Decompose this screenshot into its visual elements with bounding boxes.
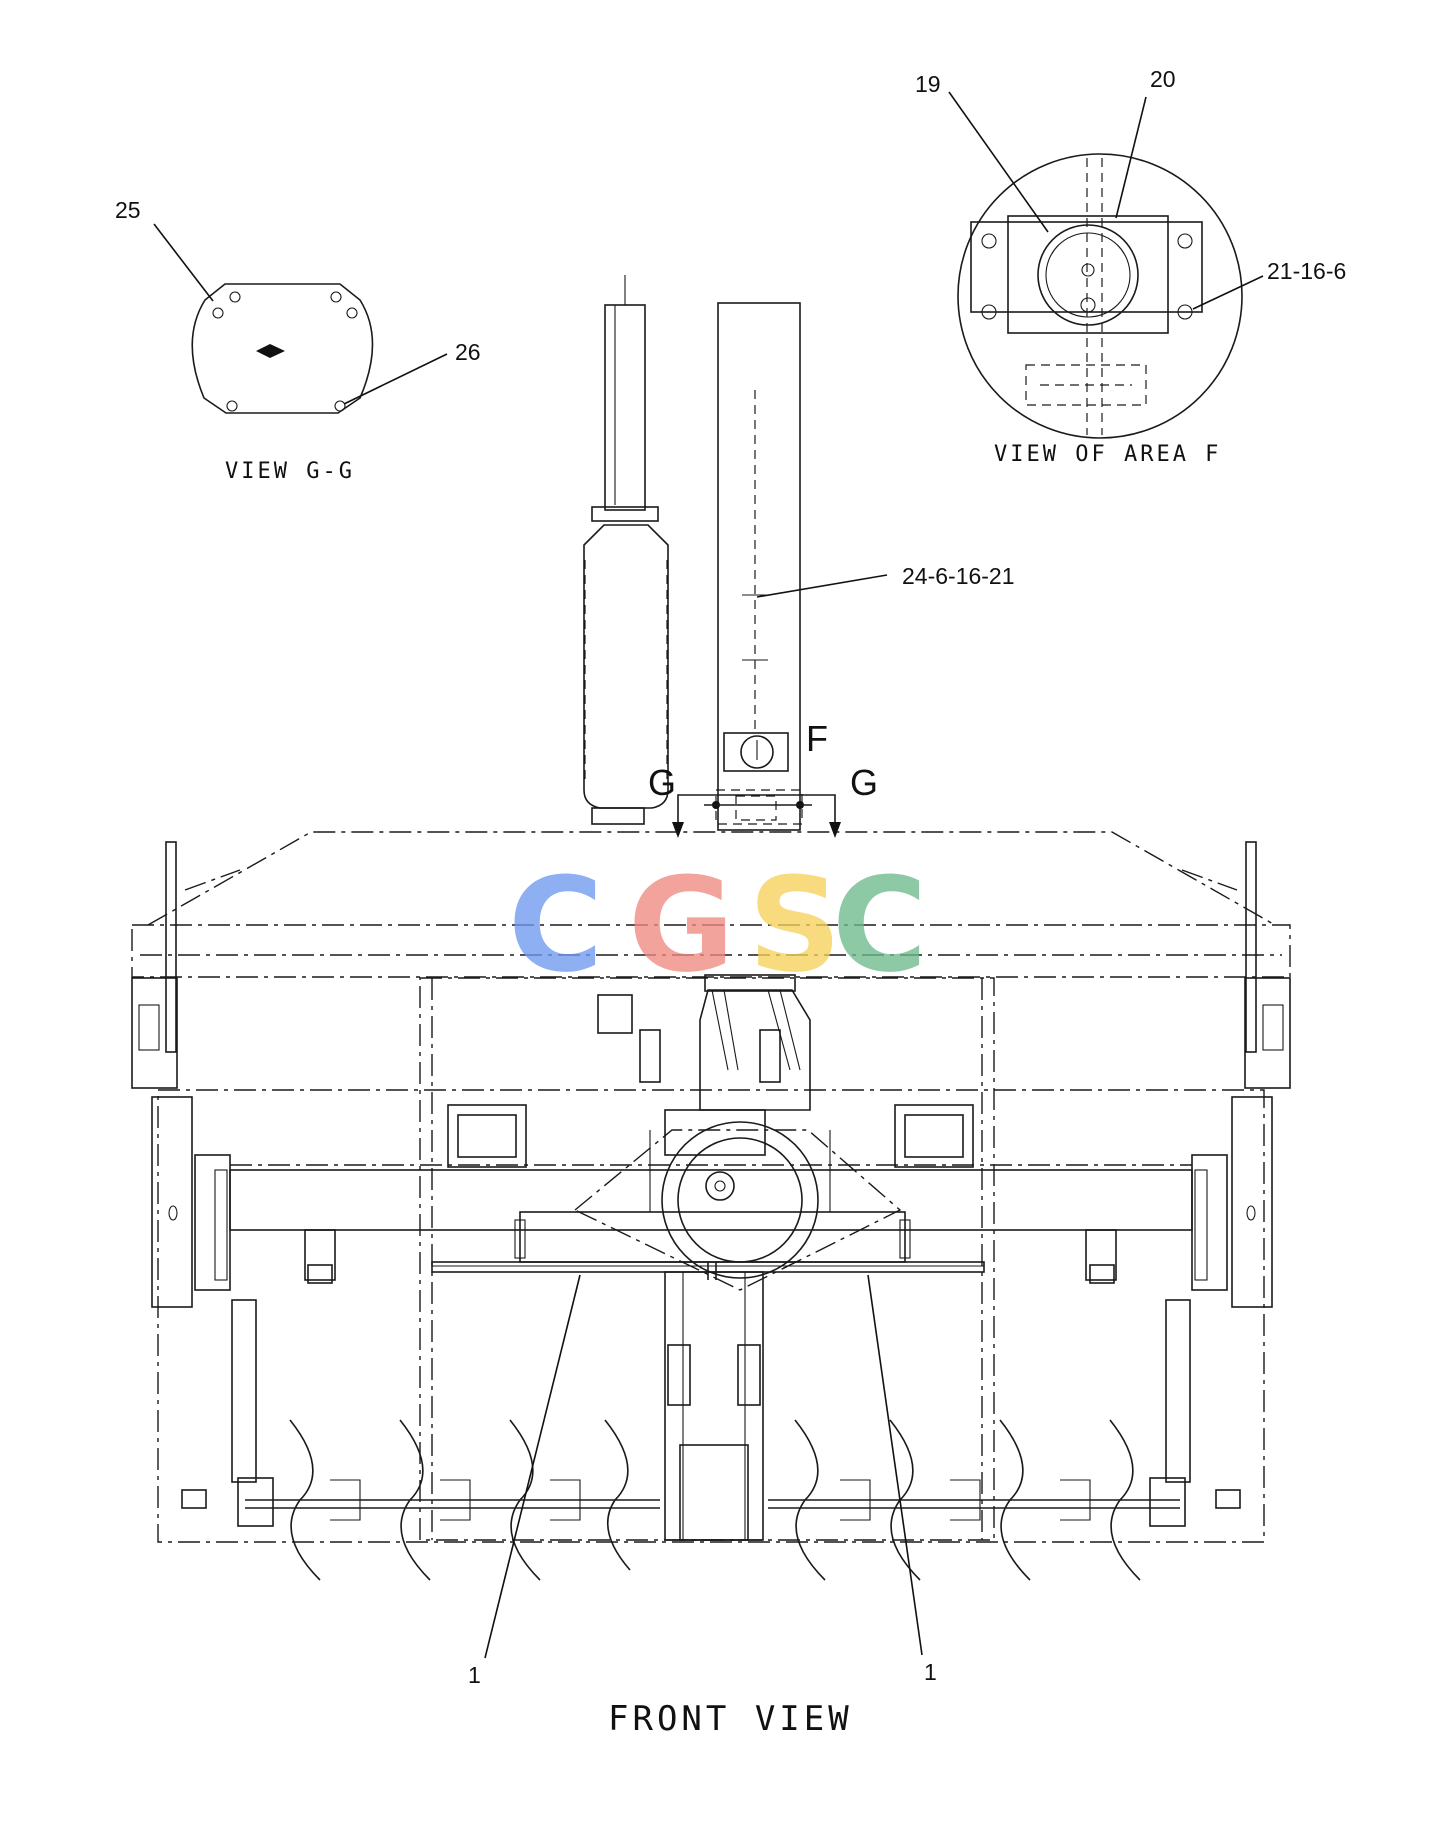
front-view-assembly: F G G <box>131 275 1291 1739</box>
strike-off-plate <box>431 1261 985 1280</box>
section-g-arrows <box>672 789 841 838</box>
lift-brackets <box>447 994 974 1168</box>
svg-text:S: S <box>748 849 842 1001</box>
auger-right <box>768 1299 1241 1581</box>
auger-left <box>181 1299 660 1581</box>
center-chain-case <box>664 1271 764 1541</box>
svg-text:C: C <box>832 849 927 1001</box>
section-mark-f: F <box>806 718 828 759</box>
callout-1-left: 1 <box>468 1662 481 1688</box>
cross-beam <box>229 1164 1193 1284</box>
end-plates <box>151 1096 1273 1308</box>
callout-26: 26 <box>455 339 481 365</box>
front-view-label: FRONT VIEW <box>608 1699 853 1739</box>
section-mark-g-right: G <box>850 762 878 803</box>
svg-text:G: G <box>628 849 735 1001</box>
callout-21-16-6: 21-16-6 <box>1267 258 1346 284</box>
view-gg-detail: 25 26 VIEW G-G <box>115 197 481 484</box>
cgsc-watermark-logo: C G S C <box>508 849 927 1001</box>
muffler <box>583 275 669 825</box>
main-frame <box>157 977 1265 1543</box>
section-mark-g-left: G <box>648 762 676 803</box>
vertical-duct <box>717 302 801 831</box>
view-gg-label: VIEW G-G <box>225 459 355 484</box>
svg-text:C: C <box>508 849 603 1001</box>
callout-19: 19 <box>915 71 941 97</box>
callout-25: 25 <box>115 197 141 223</box>
callout-20: 20 <box>1150 66 1176 92</box>
top-cover <box>131 831 1291 1089</box>
callout-24-6-16-21: 24-6-16-21 <box>902 563 1015 589</box>
view-area-f-detail: 19 20 21-16-6 VIEW OF AREA F <box>915 66 1346 467</box>
drive-housing <box>514 974 911 1291</box>
view-area-f-label: VIEW OF AREA F <box>994 442 1221 467</box>
callout-1-right: 1 <box>924 1659 937 1685</box>
